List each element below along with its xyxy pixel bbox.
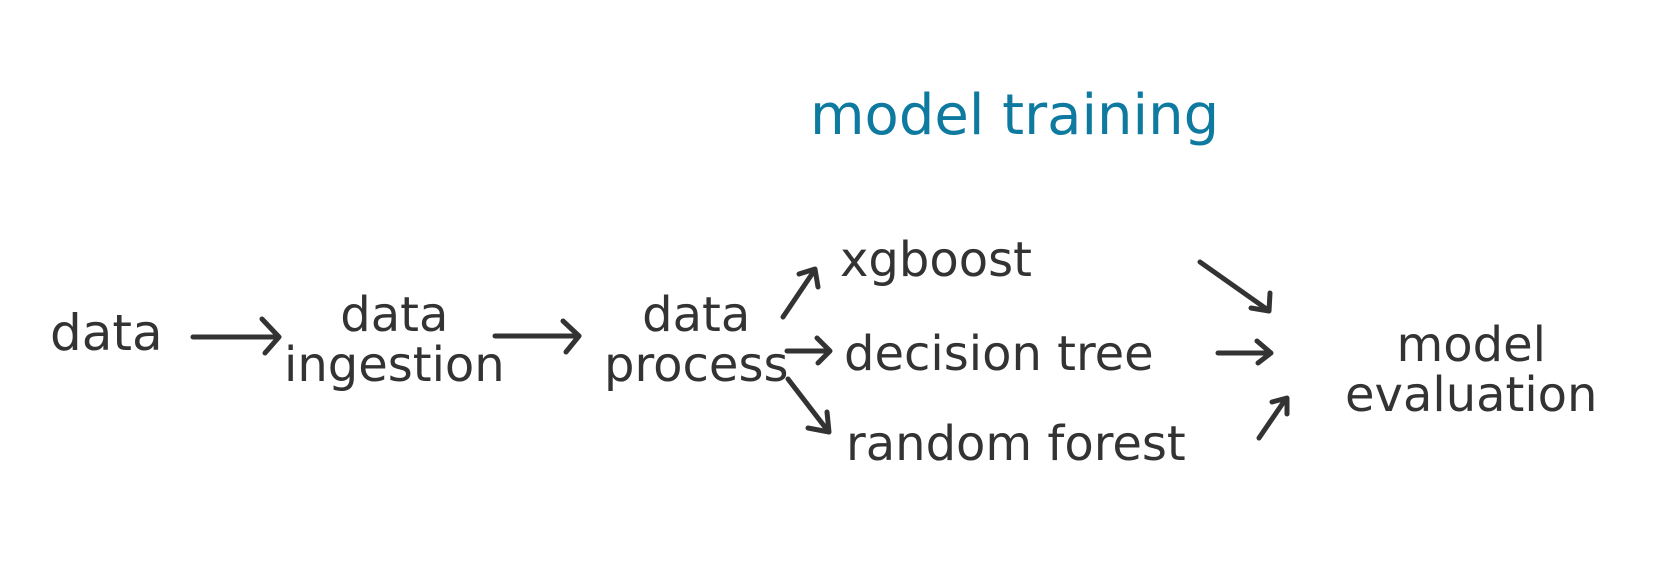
- arrow-random-forest-to-evaluation: [1256, 395, 1290, 441]
- model-decision-tree: decision tree: [844, 326, 1154, 382]
- node-data-ingestion-line-2: ingestion: [284, 337, 505, 394]
- arrow-process-to-random-forest: [785, 376, 832, 435]
- arrow-ingestion-to-process: [492, 318, 582, 355]
- arrow-xgboost-to-evaluation: [1197, 259, 1273, 314]
- node-data-process-line-2: process: [604, 337, 789, 394]
- model-random-forest: random forest: [846, 416, 1186, 472]
- model-training-title: model training: [810, 83, 1220, 148]
- node-data-process-line-1: data: [642, 287, 751, 343]
- arrow-process-to-decision-tree: [784, 335, 833, 366]
- arrow-decision-tree-to-evaluation: [1215, 338, 1274, 366]
- node-data: data: [50, 304, 163, 362]
- node-data-process: data process: [604, 290, 788, 391]
- arrow-data-to-ingestion: [190, 316, 282, 356]
- node-data-ingestion-line-1: data: [340, 287, 449, 343]
- model-xgboost: xgboost: [840, 232, 1032, 288]
- node-data-ingestion: data ingestion: [284, 290, 505, 391]
- arrow-process-to-xgboost: [780, 266, 821, 320]
- node-model-evaluation: model evaluation: [1345, 320, 1597, 421]
- node-model-evaluation-line-1: model: [1396, 317, 1546, 373]
- node-model-evaluation-line-2: evaluation: [1345, 367, 1598, 424]
